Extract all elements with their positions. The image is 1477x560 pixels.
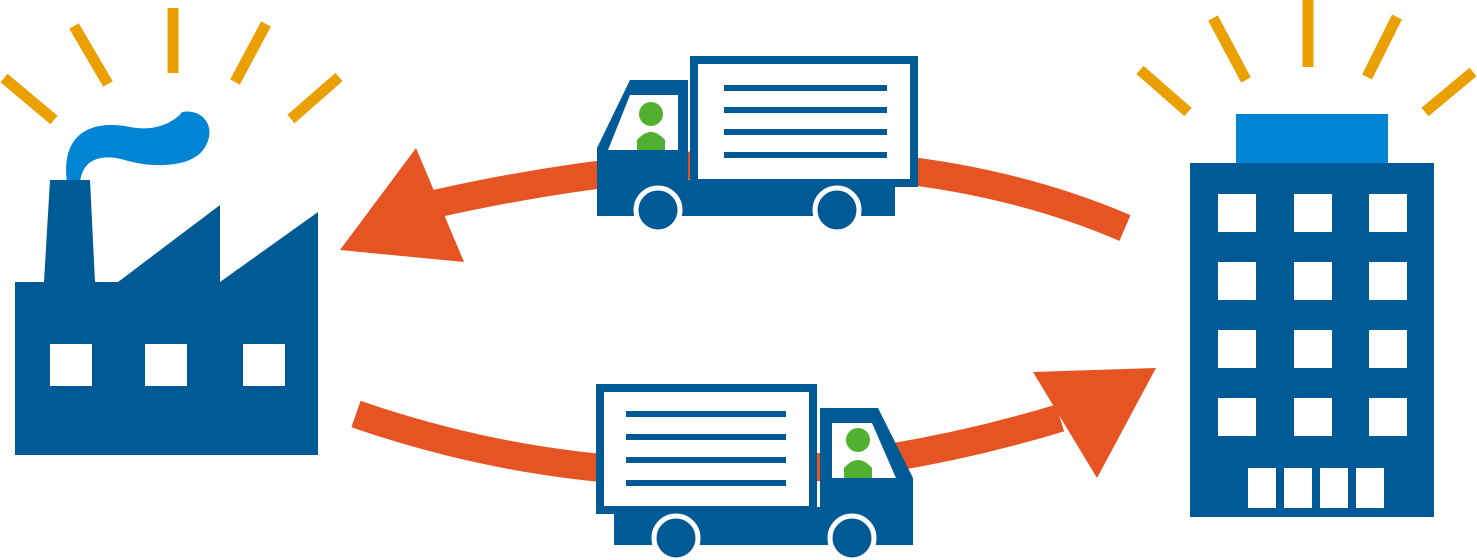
arrow-top-head <box>340 148 464 262</box>
truck-cargo-lines <box>626 411 786 486</box>
office-rooftop <box>1236 114 1388 164</box>
truck-wheel-rear <box>812 185 862 235</box>
factory-icon <box>0 8 343 455</box>
truck-wheel-front <box>633 185 683 235</box>
office-sparkles <box>1136 0 1477 117</box>
truck-wheel-front <box>827 513 877 560</box>
truck-driver-icon <box>844 428 872 478</box>
truck-wheel-rear <box>651 513 701 560</box>
delivery-truck-icon <box>596 384 913 560</box>
factory-windows <box>50 344 285 386</box>
arrow-bottom-head <box>1033 368 1156 478</box>
factory-sparkles <box>0 8 343 125</box>
truck-cargo-box <box>690 56 918 187</box>
office-entrance <box>1248 468 1384 508</box>
truck-cargo-box <box>596 384 817 514</box>
truck-cargo-lines <box>724 85 887 158</box>
office-windows <box>1218 194 1407 436</box>
truck-driver-icon <box>637 102 665 150</box>
factory-building <box>15 180 318 455</box>
office-building-icon <box>1136 0 1477 517</box>
delivery-truck-icon <box>597 56 918 235</box>
factory-smoke <box>66 111 210 183</box>
